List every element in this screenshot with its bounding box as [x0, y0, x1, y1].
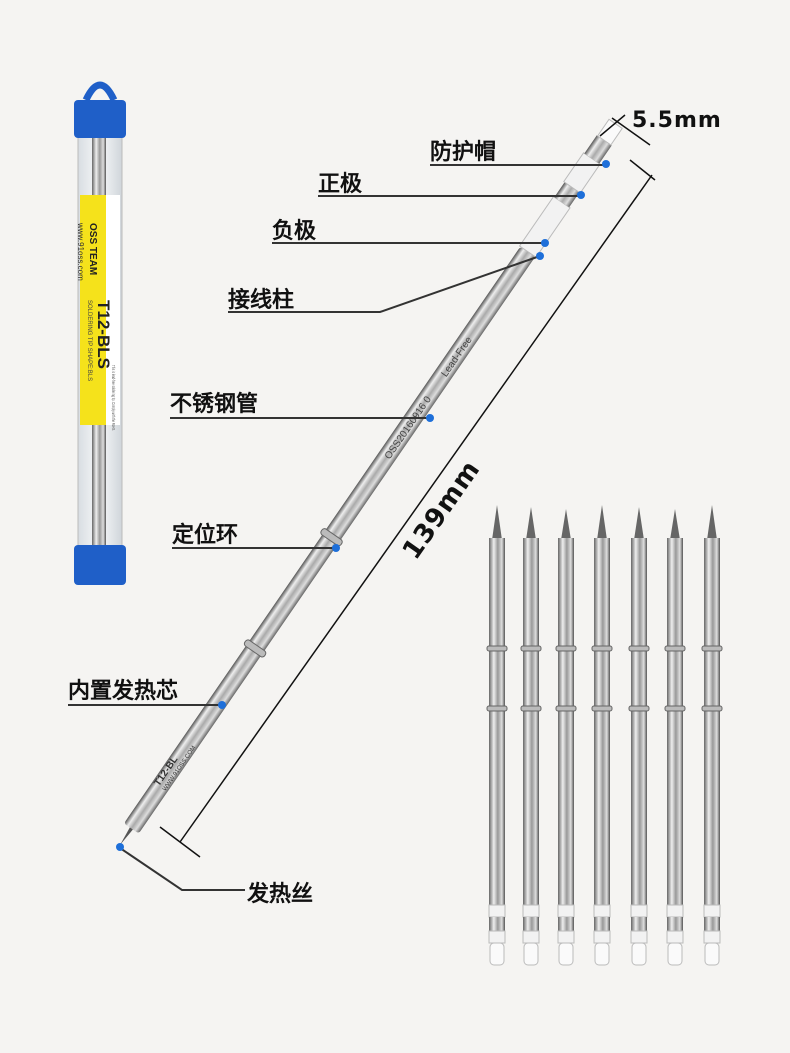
package-shape: SOLDERING TIP SHAPE:BLS [86, 300, 92, 381]
tube-top-cap [74, 100, 126, 138]
tip-variant-1 [486, 505, 508, 966]
package-model: T12-BLS [94, 300, 113, 369]
tube-bottom-cap [74, 545, 126, 585]
tip-variant-4 [591, 505, 613, 966]
label-negative: 负极 [272, 219, 317, 244]
package-brand: OSS TEAM [87, 223, 98, 275]
main-soldering-tip: T12-BL WWW.91OSS.COM OSS20160916 0 Lead-… [120, 118, 623, 845]
tip-variants [486, 505, 723, 966]
callout-dots [116, 160, 610, 851]
tip-variant-5 [628, 507, 650, 966]
tip-variant-2 [520, 507, 542, 966]
label-heating-core: 内置发热芯 [68, 679, 179, 704]
package-website: www.91oss.com [76, 222, 85, 281]
tip-serial: OSS20160916 0 [383, 394, 434, 462]
tip-variant-6 [664, 509, 686, 966]
ring-2 [320, 528, 343, 547]
tip-variant-7 [701, 505, 723, 966]
diameter-label: 5.5mm [632, 108, 722, 133]
tip-variant-3 [555, 509, 577, 966]
label-steel-tube: 不锈钢管 [170, 392, 259, 417]
package-note: This is lead-free soldering tip. Comply … [111, 365, 116, 431]
label-terminal: 接线柱 [228, 288, 295, 313]
tube-hang-loop [82, 81, 118, 102]
dimension-lines [159, 114, 656, 858]
label-positive: 正极 [318, 172, 363, 197]
label-cap: 防护帽 [430, 140, 497, 165]
label-heating-wire: 发热丝 [247, 882, 314, 907]
label-locating-ring: 定位环 [172, 523, 239, 548]
callout-lines [68, 164, 605, 891]
package-tube: OSS TEAM www.91oss.com T12-BLS SOLDERING… [74, 81, 126, 585]
ring-1 [243, 639, 267, 658]
